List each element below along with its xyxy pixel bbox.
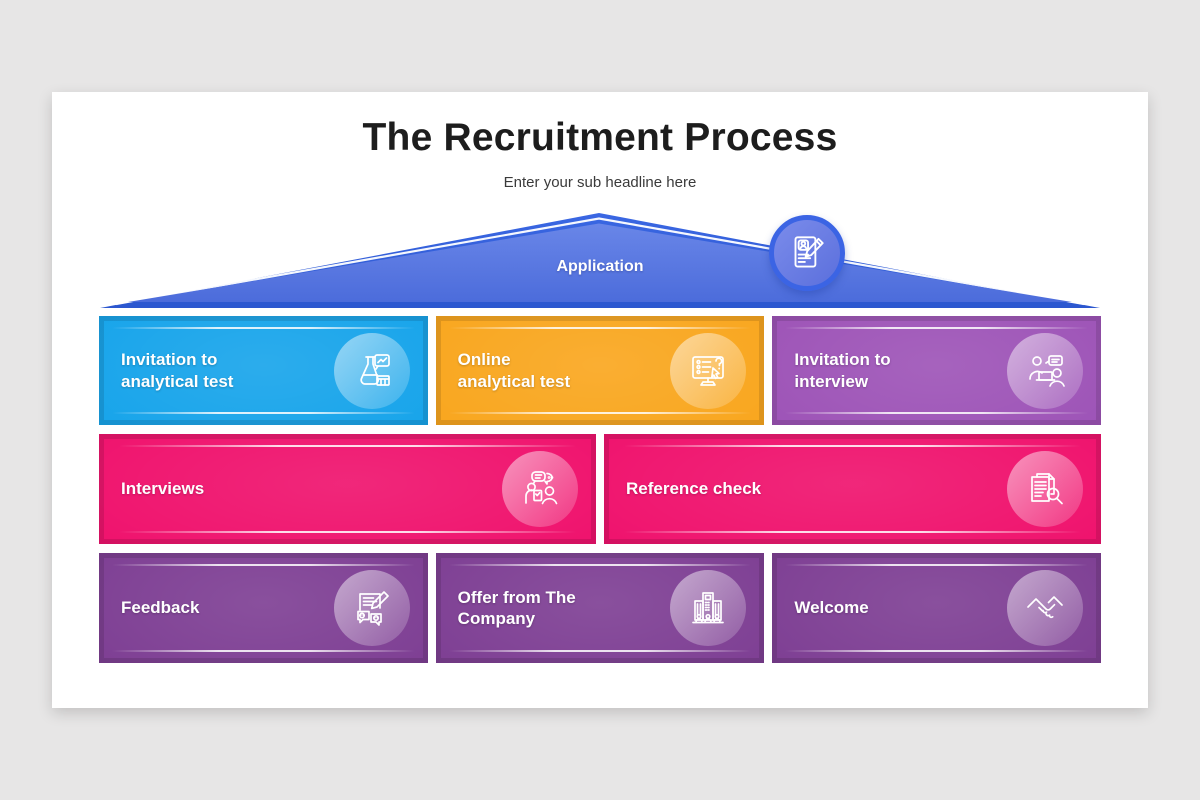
- block-feedback[interactable]: Feedback: [99, 553, 428, 663]
- roof-shape[interactable]: [52, 92, 1148, 308]
- slide: The Recruitment Process Enter your sub h…: [52, 92, 1148, 708]
- icon-circle: [333, 570, 410, 646]
- interviews-people-icon: [525, 471, 558, 505]
- icon-circle: [670, 332, 747, 409]
- page-subtitle: Enter your sub headline here: [503, 174, 697, 191]
- icon-circle: [502, 451, 578, 527]
- roof-label: Application: [556, 258, 644, 275]
- application-badge[interactable]: [769, 215, 845, 291]
- block-invitation-to-interview[interactable]: Invitation to interview: [772, 316, 1102, 425]
- flask-analytics-icon: [360, 353, 390, 386]
- block-label: Reference check: [626, 479, 762, 499]
- block-label: Interviews: [121, 479, 205, 499]
- company-building-icon: [692, 592, 725, 624]
- process-row-2: Interviews Reference check: [99, 434, 1101, 544]
- block-label: Feedback: [121, 598, 200, 618]
- feedback-note-icon: [356, 591, 389, 626]
- process-row-3: Feedback Offer from The Company: [99, 553, 1102, 663]
- icon-circle: [1007, 570, 1084, 646]
- application-document-icon: [794, 236, 824, 268]
- interview-invite-icon: [1029, 354, 1065, 387]
- block-label: Offer from The Company: [457, 587, 576, 628]
- process-row-1: Invitation to analytical test Online ana…: [99, 316, 1102, 425]
- icon-circle: [333, 332, 410, 409]
- block-interviews[interactable]: Interviews: [99, 434, 596, 544]
- icon-circle: [670, 570, 747, 646]
- page-title: The Recruitment Process: [362, 116, 838, 159]
- block-label: Invitation to interview: [794, 350, 891, 391]
- block-reference-check[interactable]: Reference check: [604, 434, 1101, 544]
- block-offer-from-company[interactable]: Offer from The Company: [435, 553, 765, 663]
- block-label: Invitation to analytical test: [121, 350, 234, 391]
- icon-circle: [1007, 451, 1083, 527]
- block-label: Online analytical test: [457, 350, 571, 391]
- welcome-handshake-icon: [1027, 596, 1063, 619]
- icon-circle: [1007, 332, 1084, 409]
- block-label: Welcome: [794, 598, 869, 618]
- online-test-monitor-icon: [692, 355, 725, 386]
- block-invitation-analytical-test[interactable]: Invitation to analytical test: [99, 316, 428, 425]
- reference-check-docs-icon: [1031, 473, 1063, 505]
- block-online-analytical-test[interactable]: Online analytical test: [435, 316, 765, 425]
- block-welcome[interactable]: Welcome: [772, 553, 1102, 663]
